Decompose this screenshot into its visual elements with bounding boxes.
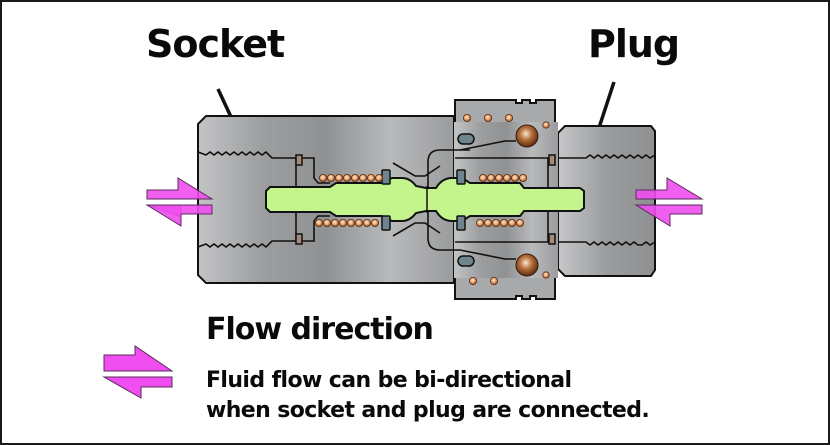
legend-title: Flow direction (206, 312, 434, 347)
socket-label: Socket (146, 22, 285, 66)
flow-arrow-right (634, 177, 704, 227)
bidirectional-arrows-icon (102, 345, 174, 399)
locking-ball-bottom (515, 253, 539, 277)
flow-arrow-left (145, 177, 214, 227)
springs (314, 114, 550, 285)
plug-internal-lines (455, 140, 656, 260)
locking-ball-top (515, 124, 539, 148)
legend-description-line-2: when socket and plug are connected. (206, 398, 650, 423)
seals (295, 133, 556, 267)
plug-label: Plug (588, 22, 680, 66)
legend-description-line-1: Fluid flow can be bi-directional (206, 368, 572, 393)
legend-description: Fluid flow can be bi-directional when so… (206, 366, 650, 426)
valve-stem (265, 177, 585, 222)
